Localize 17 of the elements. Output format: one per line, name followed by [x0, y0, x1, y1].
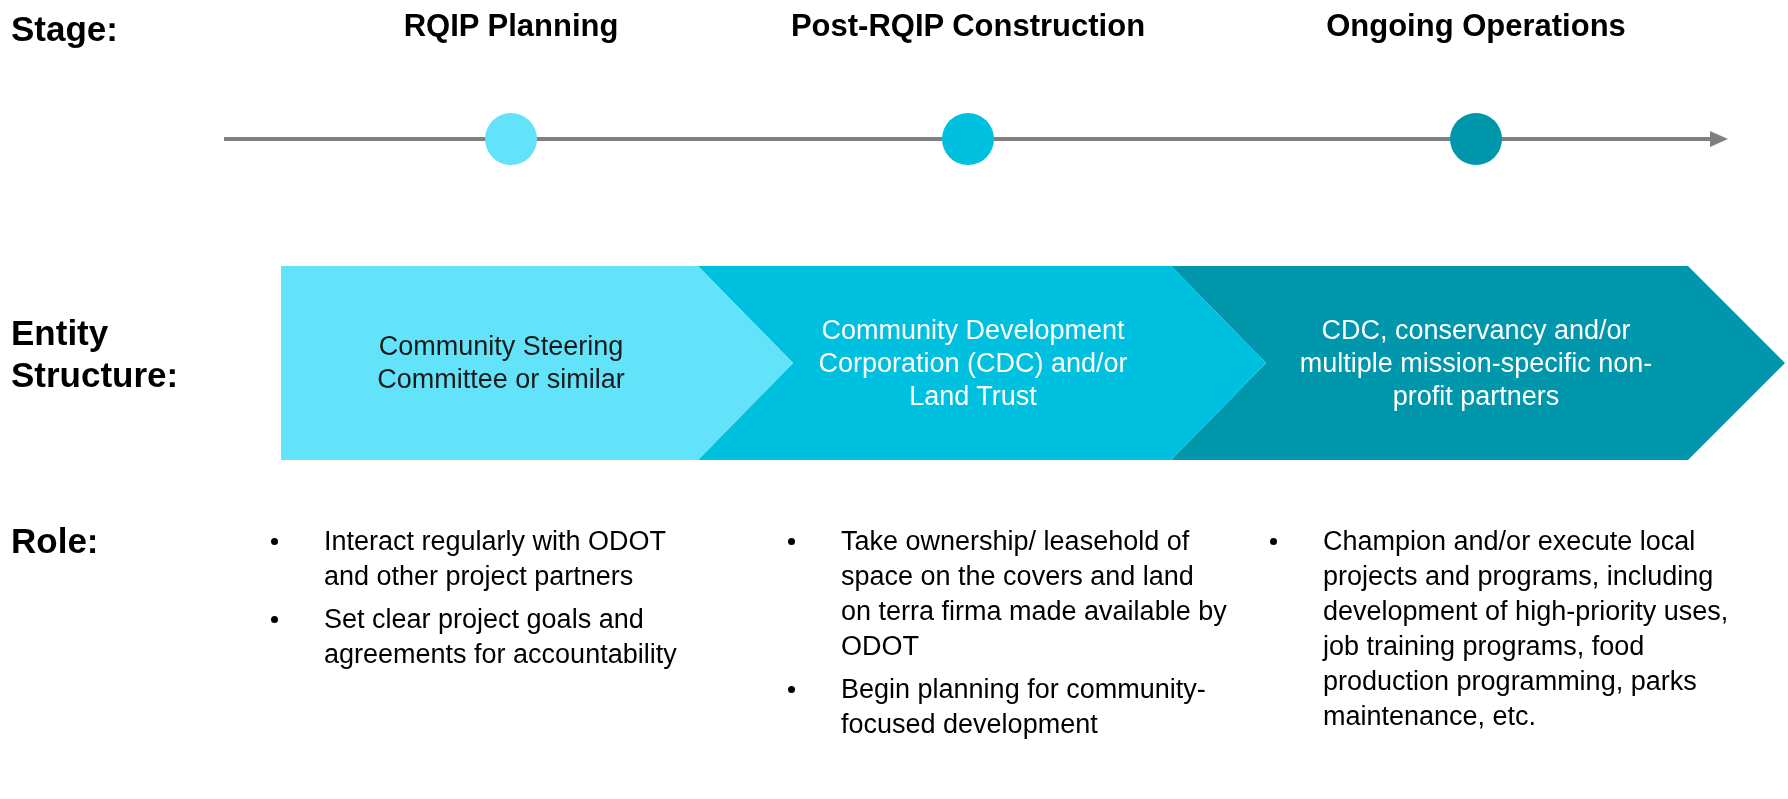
stage-name: Post-RQIP Construction	[790, 8, 1146, 44]
stage-name: Ongoing Operations	[1326, 8, 1626, 44]
timeline-dot	[1450, 113, 1502, 165]
bullet-text: Begin planning for community-focused development	[841, 674, 1206, 739]
bullet-text: Interact regularly with ODOT and other project partners	[324, 526, 666, 591]
entity-text: Community Steering Committee or similar	[376, 330, 626, 396]
timeline-dot	[485, 113, 537, 165]
row-heading: Stage:	[11, 8, 118, 50]
row-heading: Role:	[11, 520, 99, 562]
entity-text: CDC, conservancy and/or multiple mission-specific non-profit partners	[1298, 313, 1654, 413]
bullet-text: Champion and/or execute local projects and programs, including development of high-priority uses, job training programs, food production programming, parks maintenance, etc.	[1323, 526, 1729, 731]
timeline-dot	[942, 113, 994, 165]
entity-text: Community Development Corporation (CDC) and/or Land Trust	[817, 313, 1129, 413]
row-heading: Entity Structure:	[11, 312, 180, 396]
bullet-text: Set clear project goals and agreements for accountability	[324, 604, 677, 669]
bullet-text: Take ownership/ leasehold of space on the covers and land on terra firma made available by ODOT	[841, 526, 1227, 661]
stage-name: RQIP Planning	[403, 8, 619, 44]
